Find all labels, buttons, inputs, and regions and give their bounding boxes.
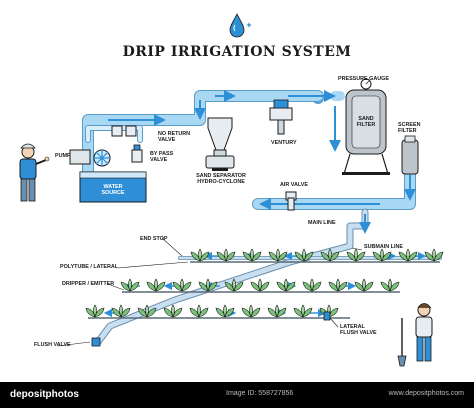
plant <box>294 248 314 262</box>
plant <box>250 278 270 292</box>
label-pressure-gauge: PRESSURE GAUGE <box>338 76 389 82</box>
label-dripper-emitter: DRIPPER / EMITTER <box>62 281 115 287</box>
sand-filter <box>342 89 390 175</box>
water-source-tank <box>79 171 147 203</box>
plant <box>172 278 192 292</box>
flush-valves <box>91 311 331 347</box>
label-air-valve: AIR VALVE <box>280 182 308 188</box>
plant <box>302 278 322 292</box>
plant <box>398 248 418 262</box>
plant <box>85 304 105 318</box>
plant <box>380 278 400 292</box>
label-pump: PUMP <box>55 153 71 159</box>
farmer-left <box>19 143 50 202</box>
plant <box>320 248 340 262</box>
pressure-gauge <box>360 78 372 90</box>
venturi <box>269 99 293 135</box>
plant <box>146 278 166 292</box>
footer-bar: depositphotos Image ID: 558727856 www.de… <box>0 382 474 408</box>
brand-logo: depositphotos <box>10 389 79 400</box>
plant <box>372 248 392 262</box>
main-pipeline <box>82 90 442 346</box>
plant <box>120 278 140 292</box>
sand-separator <box>205 117 235 171</box>
plant <box>163 304 183 318</box>
plant <box>328 278 348 292</box>
plant <box>424 248 444 262</box>
no-return-valve <box>111 125 137 137</box>
leader-lines <box>57 237 363 347</box>
plant <box>276 278 296 292</box>
plant <box>137 304 157 318</box>
plant <box>216 248 236 262</box>
plant <box>198 278 218 292</box>
lateral-lines <box>88 261 440 319</box>
plant <box>268 248 288 262</box>
label-main-line: MAIN LINE <box>308 220 336 226</box>
image-id: Image ID: 558727856 <box>226 390 294 397</box>
plant <box>190 248 210 262</box>
by-pass-valve <box>131 144 143 163</box>
plant <box>189 304 209 318</box>
plant <box>293 304 313 318</box>
diagram-title: DRIP IRRIGATION SYSTEM <box>122 44 352 60</box>
air-valve <box>285 191 297 211</box>
label-polytube-lateral: POLYTUBE / LATERAL <box>60 264 119 270</box>
flow-arrows <box>108 90 416 234</box>
water-drop-icon <box>229 13 252 38</box>
label-submain-line: SUBMAIN LINE <box>364 244 403 250</box>
plant <box>224 278 244 292</box>
pump <box>69 149 111 167</box>
plant <box>241 304 261 318</box>
label-end-stop: END STOP <box>140 236 168 242</box>
screen-filter <box>401 135 419 175</box>
plant <box>215 304 235 318</box>
crop-plants <box>85 248 444 318</box>
plant <box>267 304 287 318</box>
plant <box>111 304 131 318</box>
plant <box>346 248 366 262</box>
label-flush-valve: FLUSH VALVE <box>34 342 71 348</box>
label-venturi: VENTURY <box>271 140 297 146</box>
plant <box>354 278 374 292</box>
footer-url[interactable]: www.depositphotos.com <box>388 390 464 397</box>
farmer-right <box>397 303 433 367</box>
plant <box>242 248 262 262</box>
